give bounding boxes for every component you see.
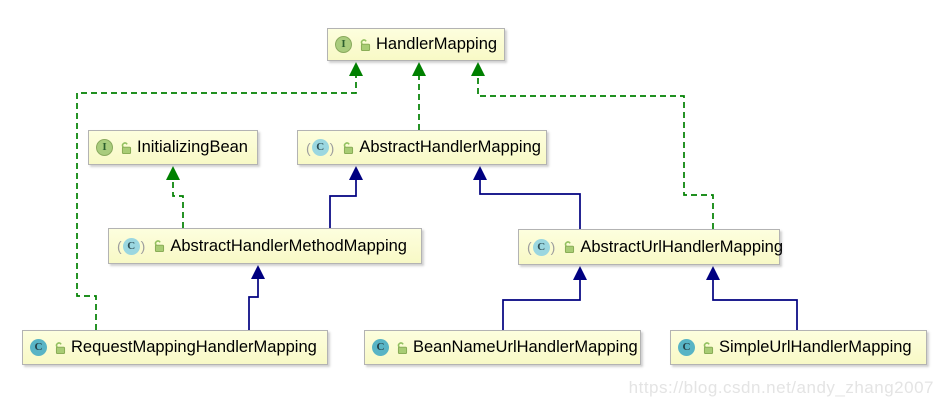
interface-icon: I	[96, 139, 113, 156]
abstract-class-icon: (C)	[306, 139, 335, 156]
arrowhead-icon	[349, 166, 363, 180]
interface-icon: I	[335, 36, 352, 53]
abstract-class-icon: (C)	[117, 237, 146, 255]
public-lock-icon	[55, 341, 66, 354]
arrowhead-icon	[251, 265, 265, 279]
extends-edge-AbstractHandlerMethodMapping-to-AbstractHandlerMapping	[329, 179, 357, 228]
class-name-label: AbstractUrlHandlerMapping	[580, 237, 784, 256]
arrowhead-icon	[471, 62, 485, 76]
arrowhead-icon	[706, 266, 720, 280]
public-lock-icon	[121, 141, 132, 154]
implements-edge-AbstractUrlHandlerMapping-to-HandlerMapping	[477, 75, 714, 229]
extends-edge-AbstractUrlHandlerMapping-to-AbstractHandlerMapping	[479, 179, 581, 229]
class-name-label: InitializingBean	[137, 138, 248, 156]
implements-edge-AbstractHandlerMethodMapping-to-InitializingBean	[172, 179, 184, 228]
public-lock-icon	[565, 241, 575, 254]
class-name-label: AbstractHandlerMapping	[359, 138, 541, 156]
class-name-label: AbstractHandlerMethodMapping	[170, 236, 407, 255]
class-node-AbstractHandlerMapping[interactable]: (C) AbstractHandlerMapping	[297, 130, 547, 165]
arrowhead-icon	[412, 62, 426, 76]
public-lock-icon	[155, 240, 165, 253]
class-icon: C	[678, 339, 695, 356]
public-lock-icon	[344, 141, 354, 154]
extends-edge-BeanNameUrlHandlerMapping-to-AbstractUrlHandlerMapping	[502, 279, 581, 330]
extends-edge-SimpleUrlHandlerMapping-to-AbstractUrlHandlerMapping	[712, 279, 798, 330]
public-lock-icon	[397, 341, 408, 354]
public-lock-icon	[360, 38, 371, 51]
class-node-SimpleUrlHandlerMapping[interactable]: C SimpleUrlHandlerMapping	[670, 330, 927, 365]
public-lock-icon	[703, 341, 714, 354]
class-node-AbstractUrlHandlerMapping[interactable]: (C) AbstractUrlHandlerMapping	[518, 229, 784, 265]
class-node-BeanNameUrlHandlerMapping[interactable]: C BeanNameUrlHandlerMapping	[364, 330, 641, 365]
class-node-InitializingBean[interactable]: I InitializingBean	[88, 130, 258, 165]
arrowhead-icon	[573, 266, 587, 280]
class-node-RequestMappingHandlerMapping[interactable]: C RequestMappingHandlerMapping	[22, 330, 328, 365]
class-name-label: SimpleUrlHandlerMapping	[719, 338, 912, 356]
class-icon: C	[372, 339, 389, 356]
arrowhead-icon	[166, 166, 180, 180]
class-name-label: HandlerMapping	[376, 35, 498, 53]
class-name-label: BeanNameUrlHandlerMapping	[413, 338, 638, 356]
class-node-AbstractHandlerMethodMapping[interactable]: (C) AbstractHandlerMethodMapping	[108, 228, 422, 264]
arrowhead-icon	[473, 166, 487, 180]
class-node-HandlerMapping[interactable]: I HandlerMapping	[327, 28, 505, 61]
extends-edge-RequestMappingHandlerMapping-to-AbstractHandlerMethodMapping	[248, 278, 259, 330]
class-name-label: RequestMappingHandlerMapping	[71, 338, 317, 356]
abstract-class-icon: (C)	[527, 238, 556, 256]
arrowhead-icon	[349, 62, 363, 76]
implements-edge-RequestMappingHandlerMapping-to-HandlerMapping	[76, 75, 357, 330]
watermark: https://blog.csdn.net/andy_zhang2007	[628, 378, 934, 397]
class-icon: C	[30, 339, 47, 356]
